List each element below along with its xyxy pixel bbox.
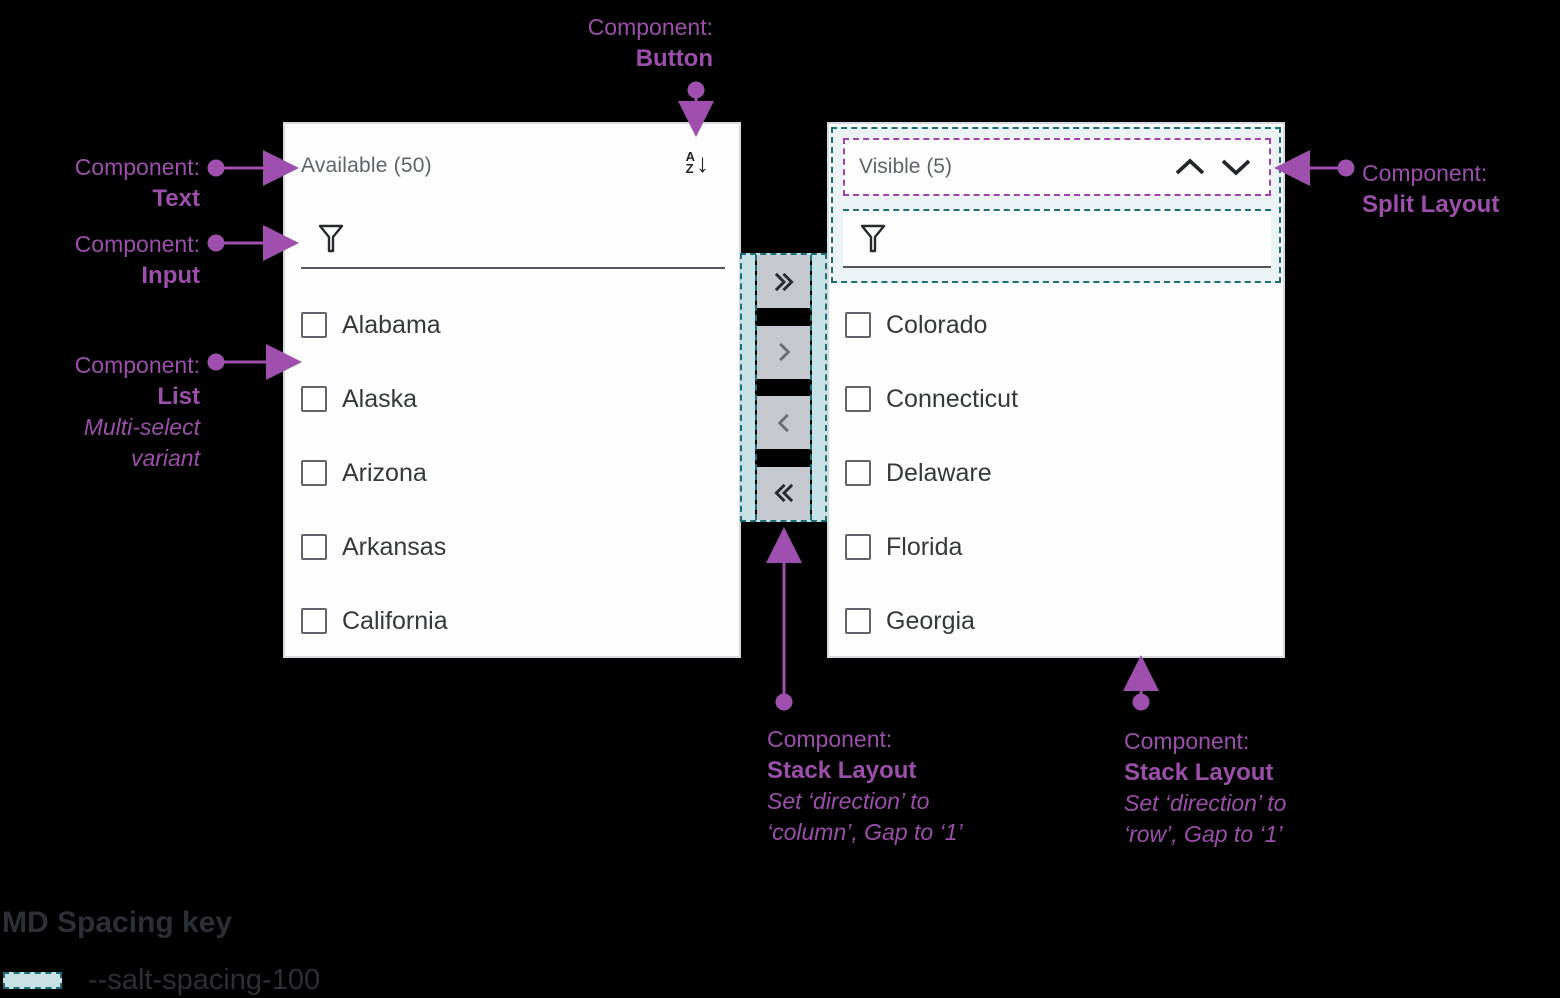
list-item[interactable]: Connecticut <box>845 384 1019 413</box>
annotation-component-name: Input <box>141 262 200 289</box>
available-list-title: Available (50) <box>301 154 432 177</box>
list-item-label: Alabama <box>342 310 441 339</box>
sort-arrow-down-icon: ↓ <box>696 148 709 178</box>
annotation-note: ‘row’, Gap to ‘1’ <box>1124 821 1283 847</box>
split-layout-region: Visible (5) <box>843 138 1271 196</box>
visible-list-panel: Visible (5) Colorado Conn <box>827 122 1285 658</box>
double-chevron-right-icon <box>774 272 794 291</box>
filter-icon <box>318 224 344 259</box>
checkbox[interactable] <box>301 608 327 634</box>
annotation-note: Set ‘direction’ to <box>767 788 930 814</box>
list-item[interactable]: Arizona <box>301 458 427 487</box>
list-item-label: Delaware <box>886 458 992 487</box>
annotation-prefix: Component: <box>767 726 893 752</box>
annotation-text: Component: Text <box>75 152 200 214</box>
spacing-key-swatch <box>3 972 62 989</box>
checkbox[interactable] <box>845 534 871 560</box>
annotation-stack-layout-row: Component: Stack Layout Set ‘direction’ … <box>1124 726 1286 850</box>
checkbox[interactable] <box>301 460 327 486</box>
annotation-component-name: Button <box>635 45 713 72</box>
annotation-input: Component: Input <box>75 229 200 291</box>
list-item-label: Arkansas <box>342 532 447 561</box>
list-item[interactable]: Alaska <box>301 384 418 413</box>
annotation-prefix: Component: <box>74 352 200 378</box>
annotation-note: Set ‘direction’ to <box>1124 790 1287 816</box>
annotation-note: variant <box>130 445 200 471</box>
annotation-component-name: Text <box>152 185 200 212</box>
spacing-key-title: MD Spacing key <box>2 906 233 939</box>
double-chevron-left-icon <box>773 484 793 503</box>
move-left-button[interactable] <box>757 396 810 450</box>
transfer-button-stack <box>755 255 812 520</box>
move-all-left-button[interactable] <box>757 466 810 520</box>
list-item[interactable]: Alabama <box>301 310 441 339</box>
checkbox[interactable] <box>845 386 871 412</box>
stack-layout-column-region <box>740 253 827 522</box>
list-item-label: Connecticut <box>886 384 1019 413</box>
checkbox[interactable] <box>845 460 871 486</box>
annotation-note: ‘column’, Gap to ‘1’ <box>767 819 963 845</box>
filter-icon <box>860 224 886 259</box>
list-item-label: California <box>342 606 448 635</box>
annotation-button: Component: Button <box>588 12 713 74</box>
annotation-prefix: Component: <box>1362 160 1488 186</box>
list-item-label: Alaska <box>342 384 418 413</box>
move-up-button[interactable] <box>1167 147 1213 187</box>
checkbox[interactable] <box>301 534 327 560</box>
chevron-right-icon <box>778 342 790 362</box>
chevron-down-icon <box>1221 159 1251 176</box>
list-item-label: Colorado <box>886 310 988 339</box>
chevron-left-icon <box>777 413 789 432</box>
list-item[interactable]: Delaware <box>845 458 992 487</box>
list-item[interactable]: Florida <box>845 532 963 561</box>
annotation-stack-layout-column: Component: Stack Layout Set ‘direction’ … <box>767 724 963 848</box>
list-item-label: Arizona <box>342 458 427 487</box>
spacing-key-token-label: --salt-spacing-100 <box>88 964 321 996</box>
visible-list-title: Visible (5) <box>859 155 952 178</box>
list-item[interactable]: California <box>301 606 448 635</box>
salt-spacing-100-region: Visible (5) <box>831 127 1281 283</box>
annotation-split-layout: Component: Split Layout <box>1362 158 1499 220</box>
checkbox[interactable] <box>845 608 871 634</box>
list-item[interactable]: Georgia <box>845 606 975 635</box>
annotation-prefix: Component: <box>74 231 200 257</box>
checkbox[interactable] <box>845 312 871 338</box>
list-item-label: Georgia <box>886 606 975 635</box>
annotation-component-name: List <box>157 383 200 410</box>
checkbox[interactable] <box>301 312 327 338</box>
chevron-up-icon <box>1175 158 1205 175</box>
annotation-component-name: Stack Layout <box>1124 759 1274 786</box>
annotation-prefix: Component: <box>1124 728 1250 754</box>
visible-filter-input[interactable] <box>843 209 1271 268</box>
move-all-right-button[interactable] <box>757 255 810 308</box>
annotation-note: Multi-select <box>83 414 200 440</box>
annotation-prefix: Component: <box>587 14 713 40</box>
checkbox[interactable] <box>301 386 327 412</box>
move-down-button[interactable] <box>1213 147 1259 187</box>
move-right-button[interactable] <box>757 325 810 379</box>
annotation-component-name: Stack Layout <box>767 757 917 784</box>
annotation-list: Component: List Multi-select variant <box>75 350 200 474</box>
list-item[interactable]: Arkansas <box>301 532 447 561</box>
available-filter-input[interactable] <box>301 220 725 269</box>
annotation-component-name: Split Layout <box>1362 191 1500 218</box>
list-item[interactable]: Colorado <box>845 310 988 339</box>
annotation-prefix: Component: <box>74 154 200 180</box>
list-item-label: Florida <box>886 532 963 561</box>
